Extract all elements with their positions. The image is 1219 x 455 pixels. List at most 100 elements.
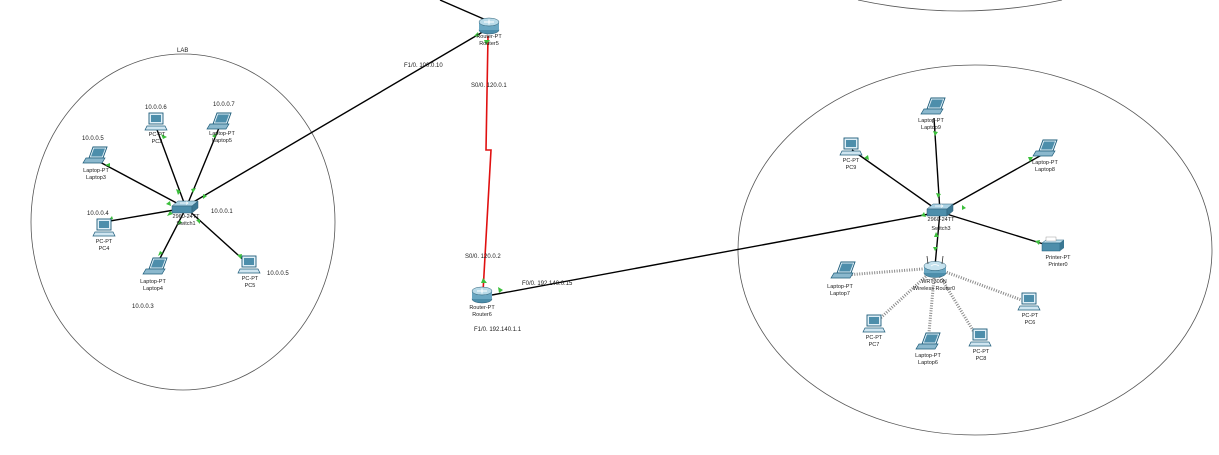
device-ip-label: 10.0.0.5 xyxy=(82,136,104,142)
wireless-router0-node[interactable]: WRT300N Wireless Router0 xyxy=(913,255,955,292)
port-indicator xyxy=(203,194,207,199)
port-indicator xyxy=(484,40,490,45)
device-model-label: Router-PT xyxy=(476,34,502,40)
switch3-node[interactable]: 2960-24TT Switch3 xyxy=(926,203,956,232)
pc-icon xyxy=(144,112,168,131)
port-indicator xyxy=(176,189,181,195)
device-name-label: Printer0 xyxy=(1048,262,1067,268)
serial-link-router5-router6 xyxy=(482,35,492,293)
device-model-label: PC-PT xyxy=(843,158,860,164)
device-ip-label: 10.0.0.3 xyxy=(132,304,154,310)
pc-icon xyxy=(92,218,116,237)
router6-f00-label: F0/0. 192.140.0.15 xyxy=(522,281,573,287)
link-switch1-pc2 xyxy=(155,126,187,209)
laptop8-node[interactable]: Laptop-PT Laptop8 xyxy=(1032,139,1058,173)
wireless-links xyxy=(845,266,1028,344)
pc6-node[interactable]: PC-PT PC6 xyxy=(1017,292,1041,326)
pc4-node[interactable]: PC-PT PC4 10.0.0.4 xyxy=(87,211,116,252)
device-name-label: Switch1 xyxy=(176,221,195,227)
port-indicator xyxy=(167,211,173,216)
printer-icon xyxy=(1041,236,1065,252)
pc-icon xyxy=(968,328,992,347)
device-model-label: Laptop-PT xyxy=(918,118,944,124)
port-indicator xyxy=(105,163,110,167)
switch1-node[interactable]: 2960-24TT Switch1 10.0.0.1 xyxy=(171,200,233,227)
link-switch1-laptop3 xyxy=(95,159,187,209)
port-indicators xyxy=(105,32,1040,293)
pc9-node[interactable]: PC-PT PC9 xyxy=(839,137,863,171)
device-model-label: WRT300N xyxy=(921,279,947,285)
device-ip-label: 10.0.0.5 xyxy=(267,271,289,277)
device-model-label: Laptop-PT xyxy=(140,279,166,285)
wlink-pc8 xyxy=(933,267,979,338)
laptop3-node[interactable]: Laptop-PT Laptop3 10.0.0.5 xyxy=(82,136,109,181)
laptop4-node[interactable]: Laptop-PT Laptop4 10.0.0.3 xyxy=(132,257,168,310)
laptop-icon xyxy=(82,146,108,164)
device-model-label: PC-PT xyxy=(242,276,259,282)
device-model-label: Laptop-PT xyxy=(915,353,941,359)
port-indicator xyxy=(1028,157,1033,162)
switch-icon xyxy=(926,203,954,217)
wlink-laptop6 xyxy=(926,267,937,344)
device-name-label: Laptop3 xyxy=(86,175,106,181)
port-indicator xyxy=(962,205,966,210)
area-label: LAB xyxy=(177,48,188,54)
wlink-pc6 xyxy=(934,266,1028,304)
link-switch3-pc9 xyxy=(851,149,941,213)
device-model-label: 2960-24TT xyxy=(928,217,956,223)
device-model-label: PC-PT xyxy=(1022,313,1039,319)
port-indicator xyxy=(921,212,926,217)
pc-icon xyxy=(839,137,863,156)
device-model-label: Laptop-PT xyxy=(1032,160,1058,166)
laptop6-node[interactable]: Laptop-PT Laptop6 xyxy=(915,332,941,366)
port-indicator xyxy=(864,155,869,160)
right-lan-links xyxy=(851,117,1051,267)
top-area-boundary xyxy=(857,0,1063,12)
laptop5-node[interactable]: Laptop-PT Laptop5 10.0.0.7 xyxy=(206,102,235,144)
device-name-label: Switch3 xyxy=(931,226,950,232)
device-name-label: PC2 xyxy=(152,139,163,145)
printer0-node[interactable]: Printer-PT Printer0 xyxy=(1041,236,1071,268)
port-indicator xyxy=(212,133,217,138)
pc7-node[interactable]: PC-PT PC7 xyxy=(862,314,886,348)
link-switch3-laptop8 xyxy=(939,151,1048,213)
port-indicator xyxy=(1035,240,1040,245)
port-indicator xyxy=(177,220,182,225)
router6-f10-label: F1/0. 192.140.1.1 xyxy=(474,327,522,333)
pc8-node[interactable]: PC-PT PC8 xyxy=(968,328,992,362)
device-ip-label: 10.0.0.4 xyxy=(87,211,109,217)
device-model-label: 2960-24TT xyxy=(173,214,201,220)
pc2-node[interactable]: PC-PT PC2 10.0.0.6 xyxy=(144,105,168,145)
port-indicator xyxy=(936,193,941,198)
router5-node[interactable]: Router-PT Router5 xyxy=(476,17,502,47)
switch-icon xyxy=(171,200,199,214)
device-name-label: PC8 xyxy=(976,356,987,362)
port-indicator xyxy=(191,188,196,193)
laptop-icon xyxy=(830,261,856,279)
router6-node[interactable]: Router-PT Router6 xyxy=(469,286,495,318)
device-name-label: PC7 xyxy=(869,342,880,348)
laptop7-node[interactable]: Laptop-PT Laptop7 xyxy=(827,261,856,297)
device-name-label: PC4 xyxy=(99,246,110,252)
port-indicator xyxy=(498,287,503,293)
pc5-node[interactable]: PC-PT PC5 10.0.0.5 xyxy=(237,255,289,289)
device-ip-label: 10.0.0.1 xyxy=(211,209,233,215)
link-switch1-router5 xyxy=(189,29,487,205)
device-name-label: Laptop7 xyxy=(830,291,850,297)
device-model-label: Router-PT xyxy=(469,305,495,311)
port-indicator xyxy=(934,232,939,237)
device-name-label: PC5 xyxy=(245,283,256,289)
link-switch1-pc5 xyxy=(185,207,249,265)
wlink-pc7 xyxy=(873,266,937,325)
device-name-label: Laptop9 xyxy=(921,125,941,131)
port-indicator xyxy=(474,32,479,37)
device-model-label: Laptop-PT xyxy=(827,284,853,290)
lab-area-boundary xyxy=(30,53,336,391)
wlink-laptop7 xyxy=(845,266,936,277)
laptop9-node[interactable]: Laptop-PT Laptop9 xyxy=(918,97,946,131)
port-indicator xyxy=(196,219,200,224)
port-indicator xyxy=(161,134,167,139)
port-indicator xyxy=(237,254,242,259)
